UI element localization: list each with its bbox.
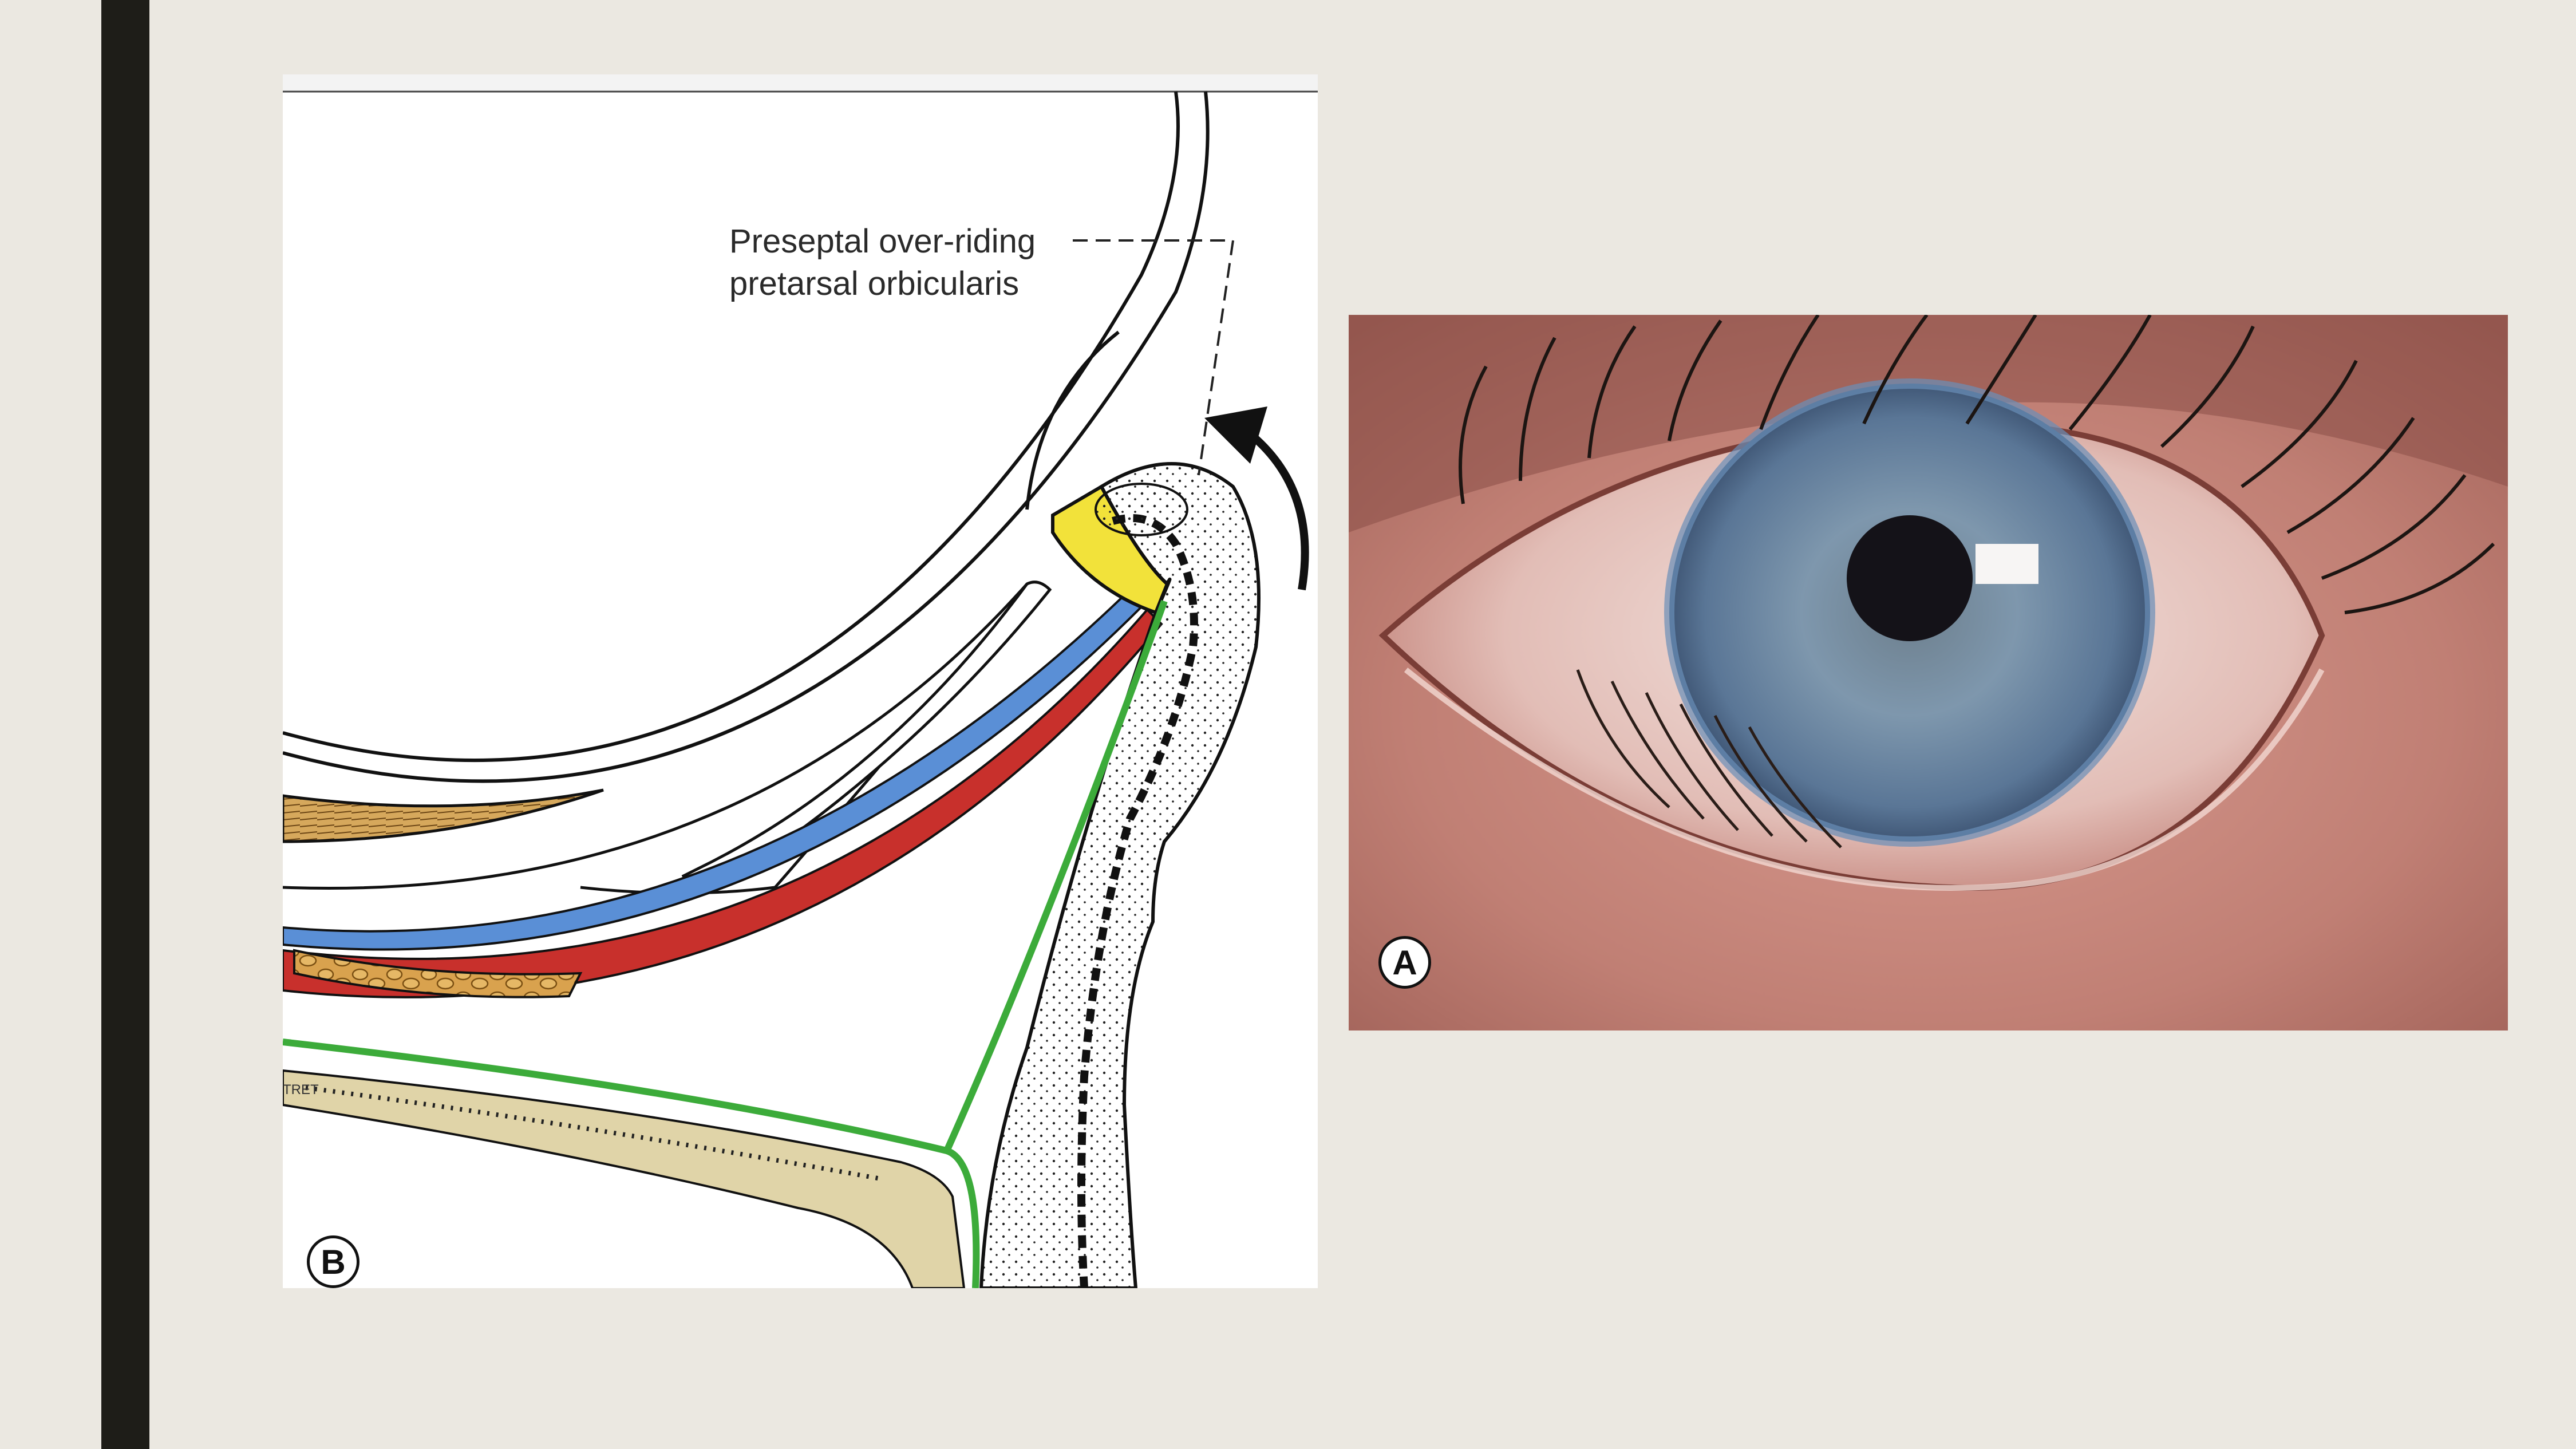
eye-photo-drawing <box>1349 315 2508 1031</box>
inferior-rectus-muscle <box>283 788 604 843</box>
panel-label-a: A <box>1378 936 1431 989</box>
callout-line-2: pretarsal orbicularis <box>729 265 1020 302</box>
artist-signature: TRET <box>283 1082 319 1097</box>
callout-label: Preseptal over-riding pretarsal orbicula… <box>729 220 1036 305</box>
rotation-arrow <box>1242 426 1309 591</box>
globe-inner-outline <box>283 91 1210 783</box>
green-septum-line <box>283 599 1168 1155</box>
orbital-fat <box>293 949 583 998</box>
panel-label-b: B <box>307 1235 359 1288</box>
upper-lid-shadow <box>1349 315 2508 532</box>
maxillary-bone <box>283 1069 966 1288</box>
orbicularis-fibers <box>1077 514 1198 1288</box>
rotation-arrow-head <box>1204 406 1267 464</box>
diagram-drawing <box>283 74 1318 1288</box>
lower-lid-margin <box>1404 668 2325 891</box>
slide-accent-bar <box>101 0 149 1449</box>
eyelid-cross-section-diagram: Preseptal over-riding pretarsal orbicula… <box>283 74 1318 1288</box>
clinical-eye-photo: A <box>1349 315 2508 1031</box>
entropion-lower-lashes <box>1576 669 1842 848</box>
green-periosteum-line <box>945 1147 980 1288</box>
corneal-reflection <box>1976 544 2038 584</box>
globe-outer-outline <box>283 91 1180 762</box>
conjunctival-curve <box>1025 330 1120 510</box>
diagram-top-strip <box>283 74 1318 92</box>
pupil <box>1847 515 1973 641</box>
callout-leader-line <box>1073 239 1235 476</box>
upper-eyelashes <box>1459 315 2495 614</box>
callout-line-1: Preseptal over-riding <box>729 223 1036 260</box>
preseptal-orbicularis-cluster <box>1095 483 1188 536</box>
